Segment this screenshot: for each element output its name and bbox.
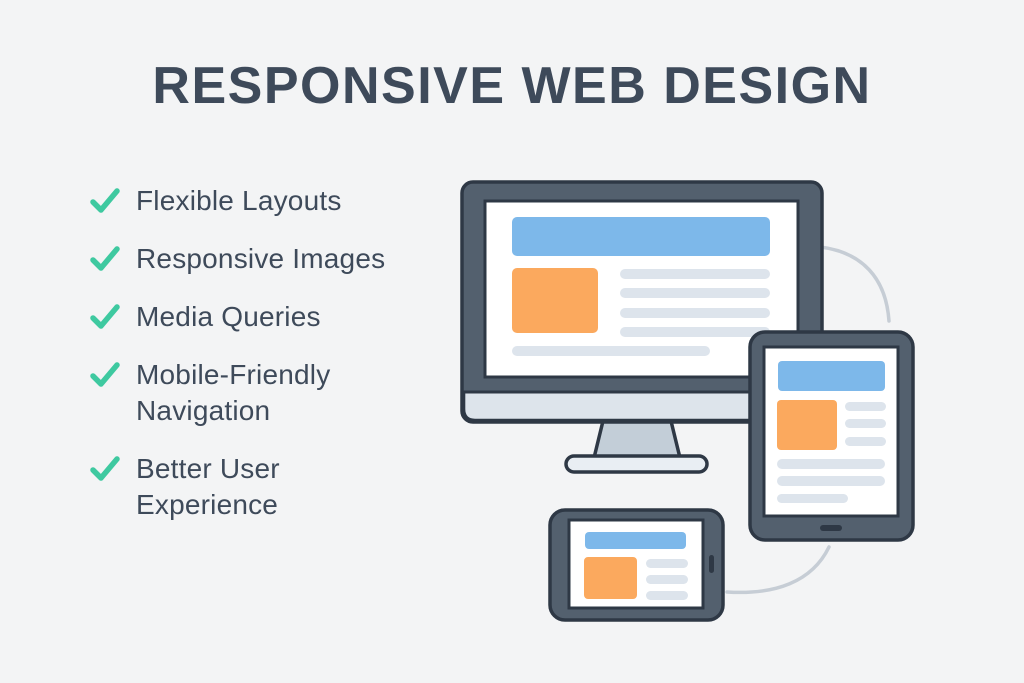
checklist-item: Mobile-Friendly Navigation bbox=[88, 357, 428, 429]
phone-image-block bbox=[584, 557, 637, 599]
connector-arc-monitor-tablet bbox=[818, 245, 891, 323]
checkmark-icon bbox=[90, 188, 120, 213]
monitor-header-bar bbox=[512, 217, 770, 256]
monitor-text-line bbox=[512, 346, 710, 356]
monitor-text-line bbox=[620, 288, 770, 298]
checklist-item-label: Flexible Layouts bbox=[136, 185, 342, 216]
monitor-text-line bbox=[620, 308, 770, 318]
checkmark-icon bbox=[90, 362, 120, 387]
phone-text-line bbox=[646, 575, 688, 584]
tablet-illustration bbox=[748, 330, 915, 542]
tablet-home-button-icon bbox=[820, 525, 842, 531]
checklist-item: Flexible Layouts bbox=[88, 183, 428, 219]
checkmark-icon bbox=[90, 456, 120, 481]
tablet-text-line bbox=[777, 494, 848, 503]
tablet-image-block bbox=[777, 400, 837, 450]
phone-text-line bbox=[646, 591, 688, 600]
phone-header-bar bbox=[585, 532, 686, 549]
page-title: RESPONSIVE WEB DESIGN bbox=[152, 57, 872, 115]
tablet-text-line bbox=[845, 437, 886, 446]
smartphone-illustration bbox=[548, 508, 725, 622]
checklist-item: Responsive Images bbox=[88, 241, 428, 277]
checklist-item-label: Responsive Images bbox=[136, 243, 386, 274]
phone-side-button-icon bbox=[709, 555, 714, 573]
tablet-text-line bbox=[777, 459, 885, 469]
checklist-item-label: Better User Experience bbox=[136, 453, 280, 520]
checklist-item-label: Mobile-Friendly Navigation bbox=[136, 359, 331, 426]
feature-checklist: Flexible Layouts Responsive Images Media… bbox=[88, 183, 428, 545]
monitor-base-icon bbox=[564, 454, 709, 474]
checkmark-icon bbox=[90, 246, 120, 271]
tablet-text-line bbox=[777, 476, 885, 486]
checklist-item: Media Queries bbox=[88, 299, 428, 335]
tablet-text-line bbox=[845, 402, 886, 411]
checklist-item: Better User Experience bbox=[88, 451, 428, 523]
checkmark-icon bbox=[90, 304, 120, 329]
connector-arc-phone-tablet bbox=[725, 545, 831, 595]
monitor-text-line bbox=[620, 269, 770, 279]
checklist-item-label: Media Queries bbox=[136, 301, 321, 332]
phone-text-line bbox=[646, 559, 688, 568]
monitor-image-block bbox=[512, 268, 598, 333]
desktop-monitor-illustration bbox=[460, 180, 824, 474]
tablet-header-bar bbox=[778, 361, 885, 391]
tablet-text-line bbox=[845, 419, 886, 428]
monitor-text-line bbox=[620, 327, 770, 337]
